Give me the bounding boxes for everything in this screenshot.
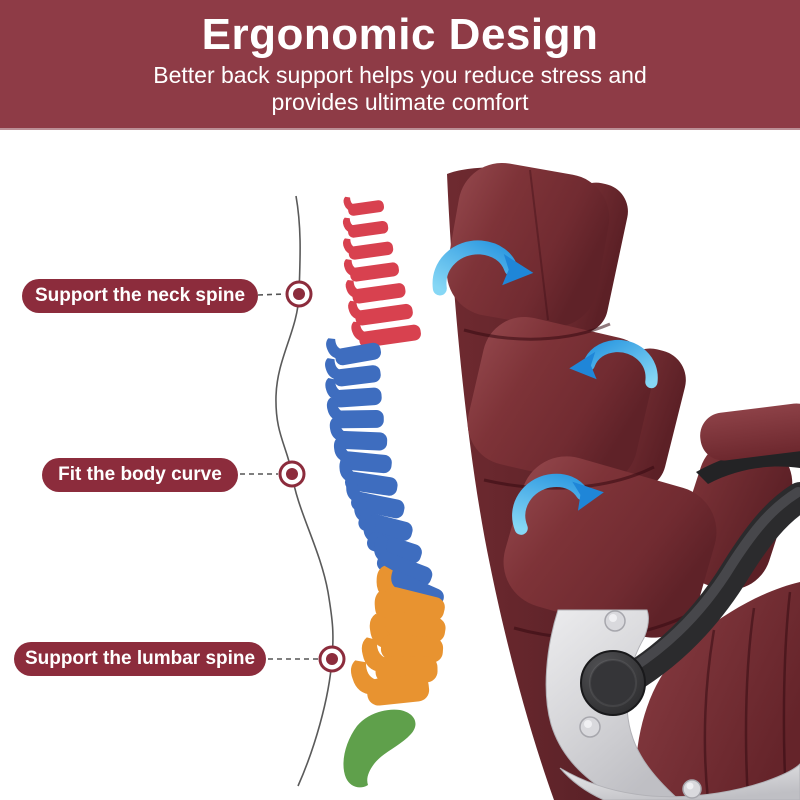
sacrum-shape xyxy=(343,709,416,788)
vertebra xyxy=(342,217,389,238)
callout-pill-body-curve: Fit the body curve xyxy=(42,458,238,492)
callout-guides xyxy=(240,195,346,787)
chair-headrest-cushion xyxy=(446,162,610,328)
callout-marker-2 xyxy=(278,460,306,488)
vertebra xyxy=(348,300,413,326)
chair-silver-base-rail xyxy=(559,763,800,800)
chair-armrest-pad-support xyxy=(696,445,800,484)
callout-marker-3 xyxy=(318,645,346,673)
vertebra xyxy=(325,378,382,408)
connector-line-1 xyxy=(257,293,286,296)
callout-markers xyxy=(278,280,346,673)
vertebra xyxy=(333,437,392,474)
chair-armrest-pad xyxy=(700,403,800,461)
vertebra xyxy=(325,358,381,387)
vertebra xyxy=(326,397,384,429)
chair-armrest-tube xyxy=(595,482,800,705)
vertebra xyxy=(343,259,399,282)
subtitle-line-1: Better back support helps you reduce str… xyxy=(153,62,647,88)
vertebra xyxy=(329,417,388,451)
vertebra xyxy=(351,321,421,348)
subtitle-line-2: provides ultimate comfort xyxy=(271,89,529,115)
callout-connectors xyxy=(240,293,318,660)
callout-pill-lumbar-spine: Support the lumbar spine xyxy=(14,642,266,676)
header-banner: Ergonomic Design Better back support hel… xyxy=(0,0,800,130)
callout-marker-1 xyxy=(285,280,313,308)
vertebra xyxy=(350,660,430,706)
chair-mid-cushion xyxy=(467,316,653,486)
chair-pivot-knob-inner xyxy=(589,659,637,707)
vertebra xyxy=(345,279,406,304)
vertebra xyxy=(343,238,394,260)
callout-pill-neck-spine: Support the neck spine xyxy=(22,279,258,313)
chair-rivets xyxy=(579,610,702,799)
chair-armrest-tube-highlight xyxy=(601,487,800,688)
vertebra xyxy=(343,196,385,216)
page-title: Ergonomic Design xyxy=(201,10,599,59)
spine-illustration xyxy=(325,196,446,788)
vertebra xyxy=(326,338,381,366)
chair-seat-cushion xyxy=(635,582,800,800)
chair-lumbar-cushion xyxy=(503,456,717,638)
chair-seat-channels xyxy=(703,591,792,800)
